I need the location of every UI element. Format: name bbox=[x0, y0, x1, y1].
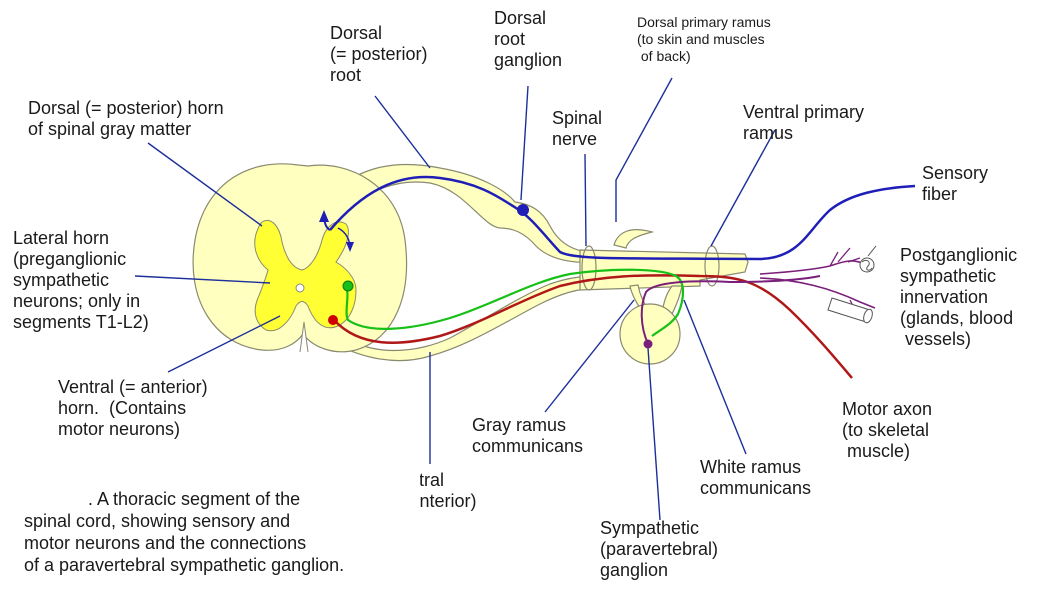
postganglionic-cell-body bbox=[644, 340, 653, 349]
leader-dorsal-root bbox=[375, 96, 430, 168]
sympathetic-ganglion-body bbox=[620, 304, 680, 364]
postganglionic-gland-branch bbox=[760, 261, 864, 274]
leader-dorsal-root-ganglion bbox=[521, 86, 528, 200]
label-sensory-fiber: Sensory fiber bbox=[922, 163, 988, 205]
central-canal bbox=[296, 284, 304, 292]
caption-line: spinal cord, showing sensory and bbox=[24, 510, 344, 532]
gland-icon bbox=[860, 246, 876, 272]
label-gray-ramus: Gray ramus communicans bbox=[472, 415, 583, 457]
neuron-cell-body-icon bbox=[517, 204, 529, 216]
label-dorsal-root-ganglion: Dorsal root ganglion bbox=[494, 8, 562, 71]
leader-gray-ramus bbox=[545, 300, 634, 412]
leader-white-ramus bbox=[684, 300, 746, 454]
label-spinal-nerve: Spinal nerve bbox=[552, 108, 602, 150]
label-lateral-horn: Lateral horn (preganglionic sympathetic … bbox=[13, 228, 149, 333]
caption-line: of a paravertebral sympathetic ganglion. bbox=[24, 554, 344, 576]
preganglionic-cell-body bbox=[343, 281, 353, 291]
label-dorsal-primary-ramus: Dorsal primary ramus (to skin and muscle… bbox=[637, 14, 771, 65]
caption-line: . A thoracic segment of the bbox=[24, 488, 344, 510]
label-dorsal-horn: Dorsal (= posterior) horn of spinal gray… bbox=[28, 98, 224, 140]
label-sympathetic-ganglion: Sympathetic (paravertebral) ganglion bbox=[600, 518, 718, 581]
label-dorsal-root: Dorsal (= posterior) root bbox=[330, 23, 428, 86]
leader-dorsal-primary-ramus bbox=[616, 78, 672, 222]
label-white-ramus: White ramus communicans bbox=[700, 457, 811, 499]
caption-line: motor neurons and the connections bbox=[24, 532, 344, 554]
leader-ventral-primary-ramus bbox=[711, 130, 775, 246]
dorsal-ramus-stub bbox=[614, 230, 652, 248]
label-motor-axon: Motor axon (to skeletal muscle) bbox=[842, 399, 932, 462]
leader-sympathetic-ganglion bbox=[648, 348, 660, 520]
leader-spinal-nerve bbox=[585, 154, 586, 246]
motor-neuron-cell-body bbox=[328, 315, 338, 325]
postganglionic-vessel-branch bbox=[760, 278, 875, 308]
label-postganglionic: Postganglionic sympathetic innervation (… bbox=[900, 245, 1017, 350]
label-ventral-horn: Ventral (= anterior) horn. (Contains mot… bbox=[58, 377, 208, 440]
label-ventral-primary-ramus: Ventral primary ramus bbox=[743, 102, 864, 144]
